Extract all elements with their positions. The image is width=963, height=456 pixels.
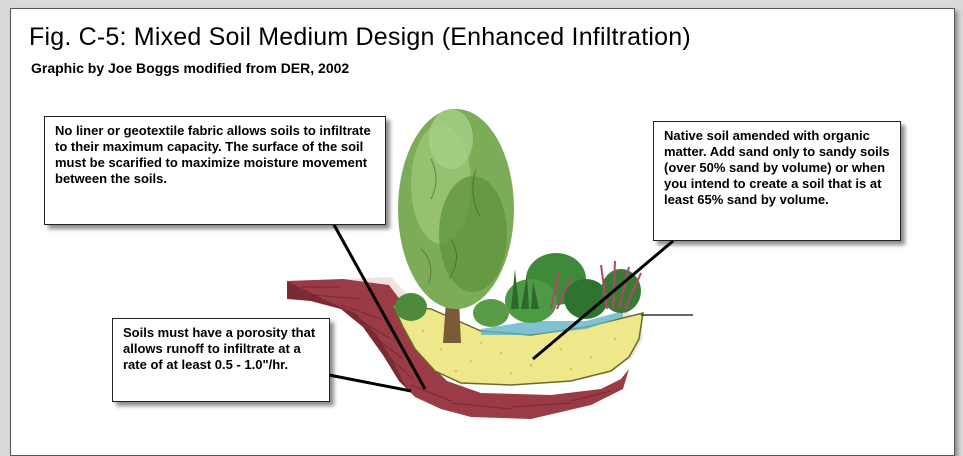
- ponding-water: [481, 311, 623, 335]
- leader-lines: [328, 222, 674, 393]
- figure-frame: Fig. C-5: Mixed Soil Medium Design (Enha…: [10, 8, 955, 456]
- leader-liner: [331, 222, 427, 390]
- bioretention-illustration: [287, 109, 693, 419]
- figure-credit: Graphic by Joe Boggs modified from DER, …: [31, 60, 350, 76]
- leader-native: [532, 239, 674, 361]
- callout-no-liner: No liner or geotextile fabric allows soi…: [44, 116, 386, 225]
- tree: [398, 109, 514, 343]
- leader-porosity: [328, 373, 412, 393]
- figure-title: Fig. C-5: Mixed Soil Medium Design (Enha…: [29, 23, 691, 51]
- callout-native-soil: Native soil amended with organic matter.…: [653, 121, 901, 241]
- soil-speckle: [421, 329, 617, 375]
- callout-porosity: Soils must have a porosity that allows r…: [112, 318, 330, 402]
- native-soil-section: [287, 277, 643, 419]
- shrubs: [395, 253, 642, 327]
